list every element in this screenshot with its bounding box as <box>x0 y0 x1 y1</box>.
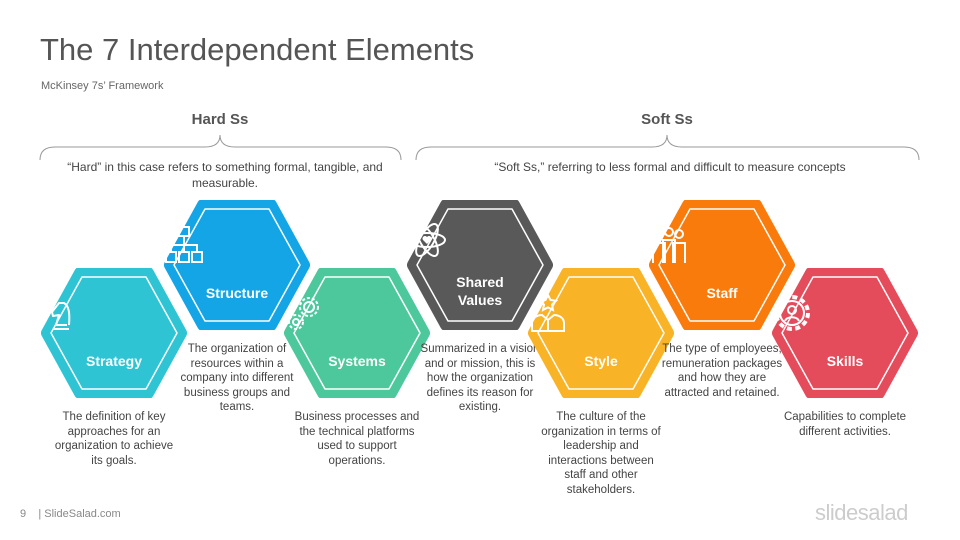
hexagon-staff: Staff <box>649 200 795 330</box>
page-title: The 7 Interdependent Elements <box>40 32 475 67</box>
element-description: The definition of key approaches for an … <box>54 411 174 467</box>
person-star-icon <box>531 293 565 332</box>
element-description: Business processes and the technical pla… <box>294 411 420 467</box>
hexagon-structure: Structure <box>164 200 310 330</box>
hexagon-style: Style <box>528 268 674 398</box>
soft-ss-description: “Soft Ss,” referring to less formal and … <box>494 160 846 174</box>
hexagon-strategy: Strategy <box>41 268 187 398</box>
hexagon-shape <box>41 268 187 398</box>
element-label: Strategy <box>85 353 143 369</box>
element-description: The organization of resources within a c… <box>180 343 294 413</box>
element-label: Staff <box>706 285 738 301</box>
hexagon-shape <box>649 200 795 330</box>
hexagon-shape <box>284 268 430 398</box>
footer-site: | SlideSalad.com <box>38 508 121 520</box>
page-number: 9 <box>20 508 27 520</box>
hexagon-shape <box>407 200 553 330</box>
soft-ss-heading: Soft Ss <box>641 111 693 128</box>
group-braces <box>39 134 920 161</box>
hexagon-shared-values: Shared Values <box>407 200 553 330</box>
element-description: Summarized in a vision and or mission, t… <box>420 343 540 413</box>
hexagon-shape <box>528 268 674 398</box>
element-label: Systems <box>328 353 386 369</box>
hard-ss-heading: Hard Ss <box>191 111 249 128</box>
hard-ss-description: “Hard” in this case refers to something … <box>67 160 383 190</box>
hexagon-shape <box>772 268 918 398</box>
element-description: Capabilities to complete different activ… <box>783 411 907 438</box>
element-label: Skills <box>826 353 864 369</box>
hexagon-shape <box>164 200 310 330</box>
page-subtitle: McKinsey 7s’ Framework <box>41 80 164 92</box>
hexagon-skills: Skills <box>772 268 918 398</box>
footer: 9 | SlideSalad.com <box>20 508 121 520</box>
hexagon-systems: Systems <box>284 268 430 398</box>
element-label: Style <box>584 353 618 369</box>
gear-person-icon <box>774 295 810 331</box>
element-label: Shared Values <box>456 274 504 308</box>
atom-heart-icon <box>408 223 446 257</box>
element-label: Structure <box>205 285 269 301</box>
slidesalad-logo: slidesalad <box>815 500 908 525</box>
element-description: The culture of the organization in terms… <box>541 411 661 496</box>
org-chart-icon <box>165 226 203 263</box>
chess-knight-icon <box>51 302 71 330</box>
element-description: The type of employees, remuneration pack… <box>661 343 783 399</box>
team-icon <box>652 227 686 263</box>
gears-icon <box>288 297 319 330</box>
